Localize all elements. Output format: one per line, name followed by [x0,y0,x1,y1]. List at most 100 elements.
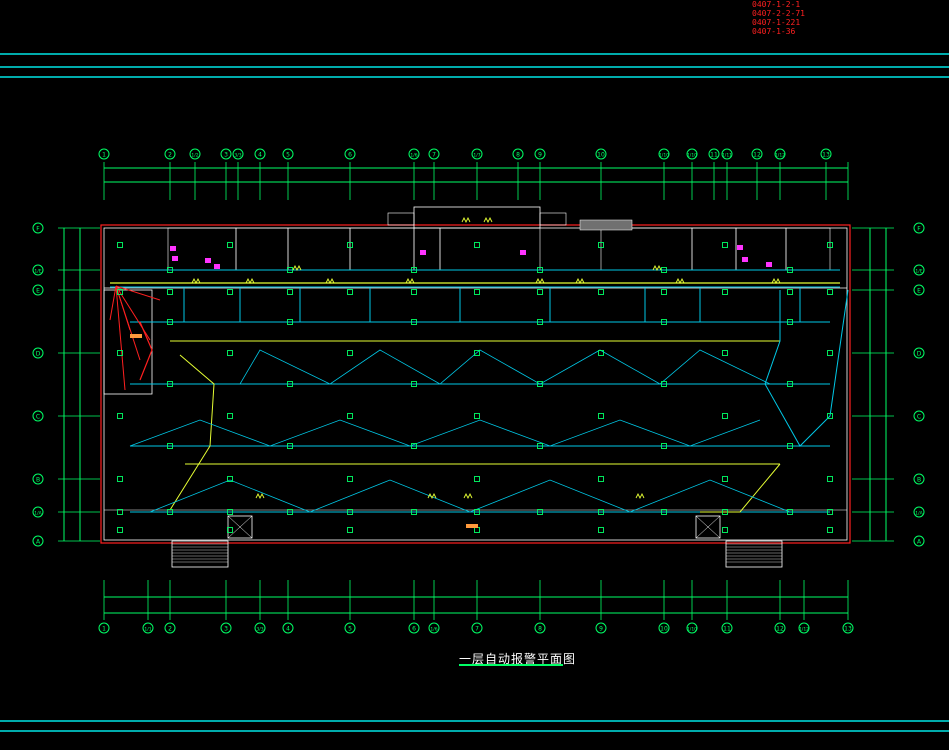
axis-bubble [98,148,110,160]
manual-call-point [255,492,265,500]
axis-label: B [917,477,921,484]
smoke-detector [598,527,604,533]
smoke-detector [787,289,793,295]
smoke-detector [787,381,793,387]
equipment-marker [737,245,743,250]
riser-line [700,463,781,513]
room-partition [600,227,693,271]
axis-bubble [774,148,786,160]
axis-bubble [32,473,44,485]
smoke-detector [722,509,728,515]
zigzag-loop [239,349,771,385]
axis-label: 1/10 [687,627,697,633]
room-partition [167,227,237,271]
smoke-detector [598,509,604,515]
entrance-wing [387,212,415,226]
smoke-detector [537,509,543,515]
smoke-detector [661,267,667,273]
smoke-detector [117,242,123,248]
smoke-detector [661,509,667,515]
smoke-detector [537,289,543,295]
floor-plan [100,206,851,568]
axis-label: 9 [599,626,603,633]
axis-label: 1/7 [473,153,480,159]
axis-bubble [686,148,698,160]
smoke-detector [537,443,543,449]
smoke-detector [474,242,480,248]
manual-call-point [675,277,685,285]
smoke-detector [598,289,604,295]
smoke-detector [227,350,233,356]
building-outline [100,224,851,544]
axis-label: 11 [710,152,718,159]
axis-bubble [471,622,483,634]
axis-bubble [408,148,420,160]
manual-call-point [635,492,645,500]
smoke-detector [827,289,833,295]
axis-bubble [721,622,733,634]
axis-label: 9 [538,152,542,159]
smoke-detector [347,242,353,248]
axis-bubble [798,622,810,634]
smoke-detector [411,319,417,325]
axis-label: 11 [723,626,731,633]
axis-label: 2 [168,152,172,159]
axis-label: 4 [258,152,262,159]
manual-call-point [771,277,781,285]
manual-call-point [575,277,585,285]
axis-label: 4 [286,626,290,633]
smoke-detector [347,527,353,533]
axis-label: 12 [776,626,784,633]
axis-bubble [658,148,670,160]
axis-bubble [913,222,925,234]
axis-bubble [774,622,786,634]
equipment-bar [579,219,633,231]
axis-label: F [36,226,40,233]
smoke-detector [722,289,728,295]
axis-label: 3 [224,626,228,633]
smoke-detector [287,381,293,387]
axis-bubble [282,622,294,634]
smoke-detector [167,319,173,325]
entrance-wing [539,212,567,226]
smoke-detector [537,319,543,325]
axis-label: 6 [412,626,416,633]
smoke-detector [347,413,353,419]
axis-bubble [751,148,763,160]
smoke-detector [827,476,833,482]
axis-label: E [917,288,921,295]
stair [171,540,229,568]
panel-feeder [115,285,126,391]
axis-label: A [917,539,922,546]
smoke-detector [227,289,233,295]
equipment-marker [172,256,178,261]
smoke-detector [167,267,173,273]
manual-call-point [405,277,415,285]
equipment-marker [205,258,211,263]
axis-label: 3/3 [234,153,241,159]
axis-label: B [36,477,40,484]
axis-label: A [36,539,41,546]
axis-bubble [913,473,925,485]
riser-line [764,289,849,447]
manual-call-point [325,277,335,285]
manual-call-point [652,264,662,272]
axis-bubble [142,622,154,634]
manual-call-point [191,277,201,285]
axis-label: 1/A [915,511,923,517]
smoke-detector [827,242,833,248]
axis-label: D [36,351,41,358]
alarm-wiring [109,269,849,513]
elevator-shaft [695,515,721,539]
axis-label: 2 [168,626,172,633]
smoke-detector [227,413,233,419]
axis-label: 1/11 [722,153,732,159]
manual-call-point [483,216,493,224]
panel-feeder [109,285,117,321]
smoke-detector [287,319,293,325]
spec-note-4: 0407-1-36 [752,27,796,36]
room-partition [439,227,541,271]
axis-bubble [232,148,244,160]
smoke-detector [722,527,728,533]
axis-bubble [254,148,266,160]
